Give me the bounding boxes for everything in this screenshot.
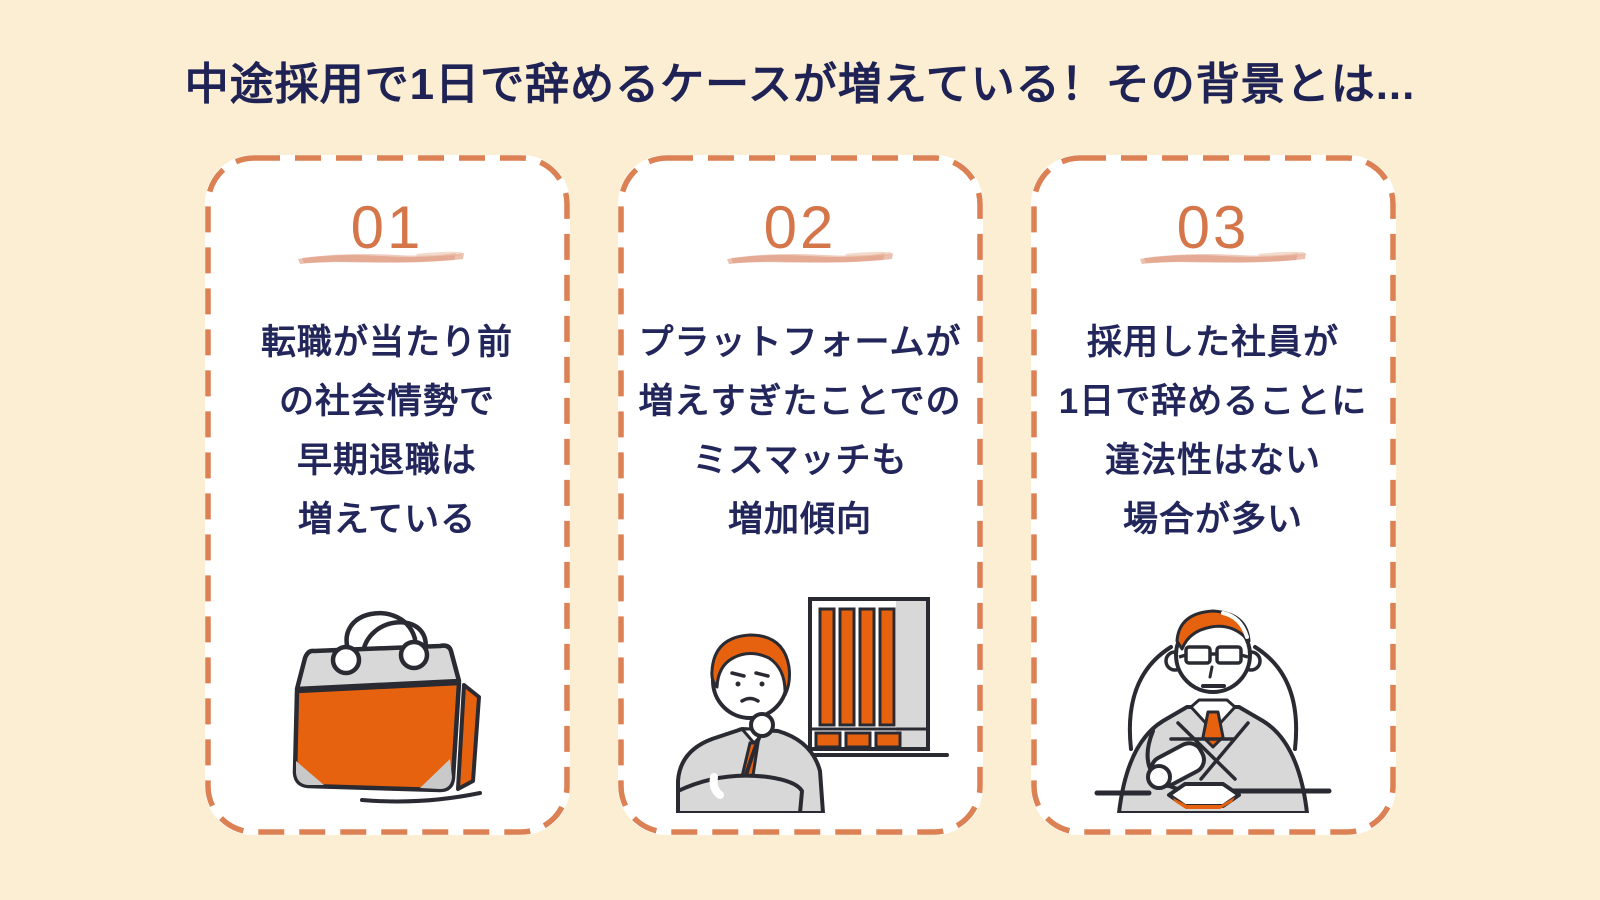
card-2-illustration xyxy=(618,585,983,813)
card-1-number: 01 xyxy=(350,194,424,261)
card-2-line-3: ミスマッチも xyxy=(692,441,908,480)
page-title: 中途採用で1日で辞めるケースが増えている！その背景とは... xyxy=(184,60,1416,109)
card-1-line-2: の社会情勢で xyxy=(278,382,495,421)
card-2-number: 02 xyxy=(763,194,837,261)
card-1-line-1: 転職が当たり前 xyxy=(260,323,513,362)
card-3-line-2: 1日で辞めることに xyxy=(1058,382,1368,421)
card-3-line-4: 場合が多い xyxy=(1122,500,1303,539)
card-2: 02 プラットフォームが 増えすぎたことでの ミスマッチも 増加傾向 xyxy=(617,155,983,835)
card-1-illustration xyxy=(205,593,570,813)
building-illustration xyxy=(796,597,949,757)
card-1-line-3: 早期退職は xyxy=(296,441,477,480)
card-1-text: 転職が当たり前 の社会情勢で 早期退職は 増えている xyxy=(205,313,570,549)
judge-gavel-illustration xyxy=(1094,609,1332,813)
card-3-illustration xyxy=(1031,581,1396,813)
card-3-text: 採用した社員が 1日で辞めることに 違法性はない 場合が多い xyxy=(1031,313,1396,549)
thinking-man-illustration xyxy=(676,633,825,813)
card-2-line-1: プラットフォームが xyxy=(638,323,962,362)
card-1-line-4: 増えている xyxy=(297,500,477,539)
card-1: 01 転職が当たり前 の社会情勢で 早期退職は 増えている xyxy=(204,155,570,835)
card-3: 03 採用した社員が 1日で辞めることに 違法性はない 場合が多い xyxy=(1030,155,1396,835)
card-3-line-3: 違法性はない xyxy=(1104,441,1321,480)
card-3-line-1: 採用した社員が xyxy=(1086,323,1339,362)
card-3-number: 03 xyxy=(1176,194,1250,261)
card-2-line-2: 増えすぎたことでの xyxy=(638,382,962,421)
card-2-line-4: 増加傾向 xyxy=(727,500,872,539)
card-2-text: プラットフォームが 増えすぎたことでの ミスマッチも 増加傾向 xyxy=(618,313,983,549)
thinking-businessman-building-illustration xyxy=(676,597,949,813)
cards-row: 01 転職が当たり前 の社会情勢で 早期退職は 増えている xyxy=(0,155,1600,835)
briefcase-bag-illustration xyxy=(292,611,482,804)
